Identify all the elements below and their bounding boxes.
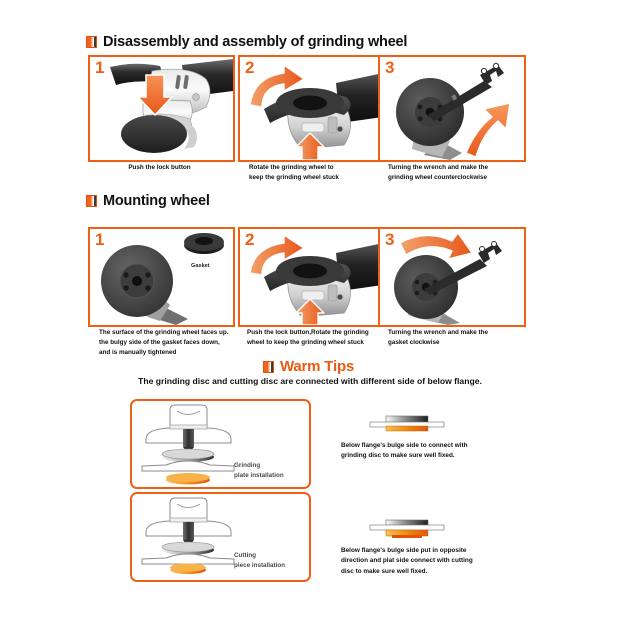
flange-note-text: Below flange's bulge side to connect wit… xyxy=(341,442,468,460)
section-title: Mounting wheel xyxy=(103,193,210,209)
rotate-right-arrow-icon xyxy=(399,232,473,260)
step-panel: 3 xyxy=(378,227,526,327)
installation-box xyxy=(130,399,311,489)
step-caption: Rotate the grinding wheel to keep the gr… xyxy=(249,164,339,181)
step-caption: Push the lock button,Rotate the grinding… xyxy=(247,329,369,346)
section-marker-icon xyxy=(263,360,274,373)
up-arrow-icon xyxy=(295,298,325,325)
step-number: 2 xyxy=(245,58,255,77)
step-number: 1 xyxy=(95,230,105,249)
section-header-disassembly: Disassembly and assembly of grinding whe… xyxy=(86,34,407,50)
section-title: Disassembly and assembly of grinding whe… xyxy=(103,34,408,50)
grinder-wrench-up-arrow-icon xyxy=(380,57,524,160)
step-caption: Turning the wrench and make the grinding… xyxy=(388,164,488,181)
flange-note-text: Below flange's bulge side put in opposit… xyxy=(341,547,473,575)
gasket-label: Gasket xyxy=(191,263,210,269)
pin-spanner-wrench-icon xyxy=(428,62,504,121)
up-curved-arrow-icon xyxy=(465,102,511,158)
flange-cross-section-bulge-down-icon xyxy=(362,412,452,438)
grinder-guard-rotate-arrow-icon xyxy=(240,229,383,325)
step-number: 3 xyxy=(385,230,395,249)
step-caption: Push the lock button xyxy=(128,164,191,171)
step-panel: 1 xyxy=(88,227,235,327)
installation-box xyxy=(130,492,311,582)
step-number: 2 xyxy=(245,230,255,249)
grinder-guard-rotate-arrow-icon xyxy=(240,57,383,160)
flange-cross-section-bulge-up-icon xyxy=(362,517,452,543)
grinder-side-view-down-arrow-icon xyxy=(90,57,233,160)
grinder-disc-front-gasket-icon xyxy=(90,229,233,325)
step-panel: 2 xyxy=(238,55,385,162)
section-marker-icon xyxy=(86,195,97,207)
exploded-grinding-plate-stack-icon xyxy=(141,404,235,485)
section-marker-icon xyxy=(86,36,97,48)
grinder-wrench-right-arrow-icon xyxy=(380,229,524,325)
installation-box-label: Cutting piece installation xyxy=(234,552,286,570)
step-panel: 3 xyxy=(378,55,526,162)
warm-tips-subtitle: The grinding disc and cutting disc are c… xyxy=(138,376,482,386)
section-title: Warm Tips xyxy=(280,358,355,375)
pin-spanner-wrench-icon xyxy=(424,241,502,295)
up-arrow-icon xyxy=(295,132,325,160)
down-arrow-icon xyxy=(136,74,174,117)
step-panel: 2 xyxy=(238,227,385,327)
section-header-mounting: Mounting wheel xyxy=(86,193,210,209)
exploded-cutting-piece-stack-icon xyxy=(141,497,235,574)
step-number: 1 xyxy=(95,58,105,77)
rotate-arrow-icon xyxy=(249,234,305,276)
section-header-warm-tips: Warm Tips xyxy=(263,358,354,375)
gasket-part-icon xyxy=(184,233,224,254)
installation-box-label: Grinding plate installation xyxy=(234,462,284,480)
rotate-arrow-icon xyxy=(249,64,305,108)
step-caption: The surface of the grinding wheel faces … xyxy=(99,329,229,356)
step-caption: Turning the wrench and make the gasket c… xyxy=(388,329,488,346)
step-number: 3 xyxy=(385,58,395,77)
step-panel: 1 xyxy=(88,55,235,162)
